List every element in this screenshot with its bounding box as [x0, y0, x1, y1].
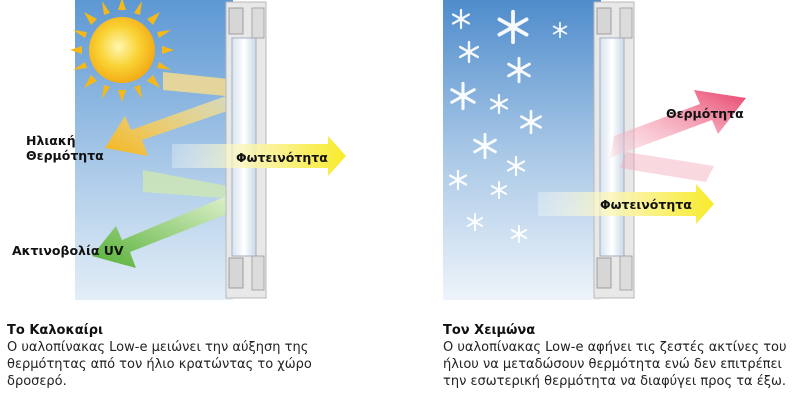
light-arrow: [172, 136, 346, 176]
solar-heat-label-line1: Ηλιακή: [26, 133, 76, 148]
solar-heat-arrow: [105, 80, 238, 156]
winter-illustration: [443, 0, 746, 300]
winter-sky: [443, 0, 601, 300]
sun-icon: [70, 0, 174, 102]
winter-panel: Θερμότητα Φωτεινότητα: [400, 0, 795, 300]
summer-caption: Το Καλοκαίρι Ο υαλοπίνακας Low-e μειώνει…: [7, 322, 337, 390]
summer-panel: Ηλιακή Θερμότητα Φωτεινότητα Ακτινοβολία…: [0, 0, 360, 300]
winter-caption-text: Ο υαλοπίνακας Low-e αφήνει τις ζεστές ακ…: [443, 340, 787, 389]
winter-caption: Τον Χειμώνα Ο υαλοπίνακας Low-e αφήνει τ…: [443, 322, 793, 390]
summer-light-label: Φωτεινότητα: [236, 150, 328, 165]
solar-heat-label: Ηλιακή Θερμότητα: [26, 133, 104, 163]
summer-caption-text: Ο υαλοπίνακας Low-e μειώνει την αύξηση τ…: [7, 340, 312, 389]
uv-label: Ακτινοβολία UV: [12, 243, 124, 258]
winter-heat-arrow: [610, 90, 746, 158]
summer-illustration: [70, 0, 346, 300]
winter-heat-label: Θερμότητα: [666, 106, 744, 121]
winter-caption-title: Τον Χειμώνα: [443, 323, 536, 338]
winter-light-arrow: [538, 184, 714, 224]
winter-light-label: Φωτεινότητα: [600, 197, 692, 212]
solar-heat-label-line2: Θερμότητα: [26, 148, 104, 163]
summer-caption-title: Το Καλοκαίρι: [7, 323, 104, 338]
uv-arrow: [92, 188, 238, 268]
